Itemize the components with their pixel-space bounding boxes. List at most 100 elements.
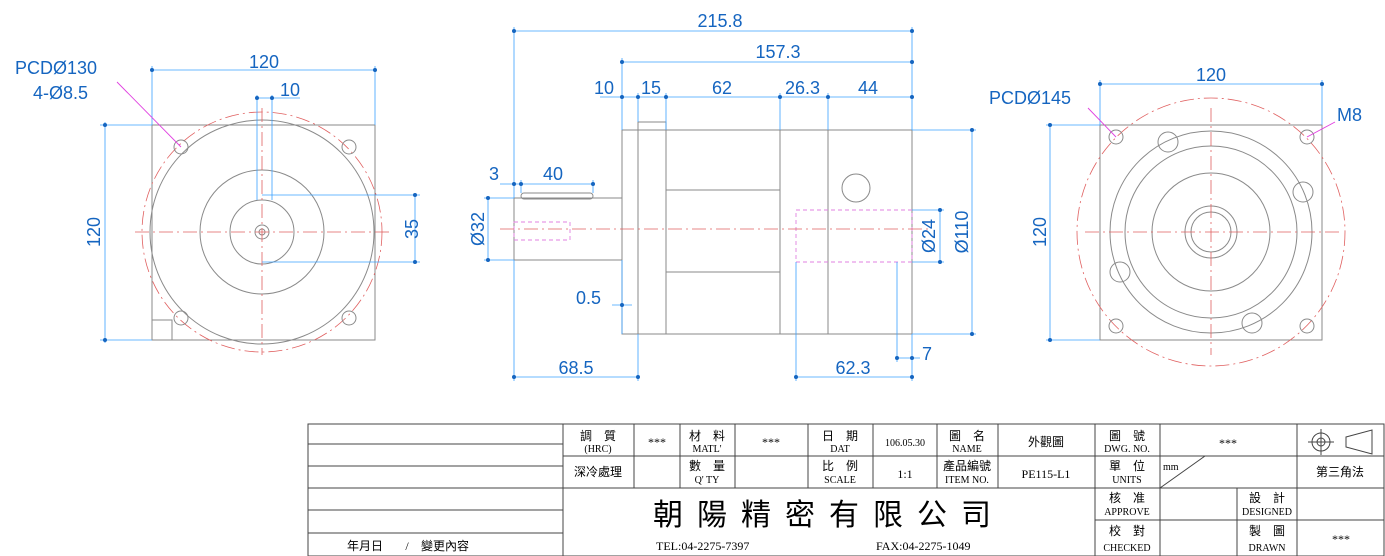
- company-name: 朝陽精密有限公司: [653, 499, 1005, 532]
- right-bolt-2: [1292, 181, 1314, 203]
- clamp-screw: [841, 173, 871, 203]
- shaft-len-label: 68.5: [558, 358, 593, 378]
- flange-dia-label: Ø110: [952, 211, 972, 254]
- revision-content: 變更內容: [421, 538, 469, 553]
- approve-sub: APPROVE: [1104, 507, 1150, 518]
- revision-date: 年月日: [347, 539, 383, 553]
- drawn-value: ***: [1332, 532, 1350, 546]
- overall-length-label: 215.8: [697, 11, 742, 31]
- seg-26-3-label: 26.3: [785, 78, 820, 98]
- units-label: 單 位: [1109, 458, 1145, 473]
- seg-15-label: 15: [641, 78, 661, 98]
- offset-7-label: 7: [922, 344, 932, 364]
- designed-sub: DESIGNED: [1242, 507, 1292, 518]
- item-label: 產品編號: [943, 458, 991, 473]
- left-hole-br: [341, 310, 357, 326]
- right-hole-bl: [1108, 318, 1124, 334]
- left-pilot-label: 35: [402, 219, 422, 239]
- dwg-sub: DWG. NO.: [1104, 444, 1150, 455]
- seg-44-label: 44: [858, 78, 878, 98]
- name-label: 圖 名: [949, 428, 985, 443]
- right-hole-br: [1299, 318, 1315, 334]
- gap-label: 0.5: [576, 288, 601, 308]
- drawn-sub: DRAWN: [1249, 543, 1286, 554]
- hardness-value: ***: [648, 435, 666, 449]
- item-value: PE115-L1: [1022, 467, 1071, 481]
- right-flange-square: [1099, 124, 1323, 341]
- motor-adapter: [827, 129, 913, 335]
- flange-collar: [637, 121, 667, 335]
- scale-value: 1:1: [897, 467, 912, 481]
- checked-label: 校 對: [1109, 523, 1145, 538]
- seg-62-label: 62: [712, 78, 732, 98]
- hardness-sub: (HRC): [584, 444, 611, 455]
- motor-bore: [795, 209, 913, 263]
- qty-sub: Q' TY: [695, 475, 720, 486]
- seg-40-label: 40: [543, 164, 563, 184]
- right-dimensions: 120 120 PCDØ145 M8: [989, 65, 1362, 342]
- left-dimensions: 120 10 120 35 PCDØ130 4-Ø8.5: [15, 52, 422, 343]
- left-hole-tl: [173, 139, 189, 155]
- side-dimensions: 215.8 157.3 10 15 62 26.3 44 3 40 Ø32: [468, 11, 976, 381]
- right-bolt-3: [1241, 312, 1263, 334]
- material-sub: MATL': [692, 444, 721, 455]
- shaft-key: [520, 192, 594, 200]
- units-sub: UNITS: [1112, 475, 1141, 486]
- left-hole-bl: [173, 310, 189, 326]
- scale-sub: SCALE: [824, 475, 856, 486]
- right-hole-tr: [1299, 129, 1315, 145]
- left-flange-square: [151, 124, 376, 341]
- title-block: 調 質 (HRC) *** 材 料 MATL' *** 日 期 DAT 106.…: [307, 423, 1385, 556]
- side-view: [500, 121, 930, 335]
- date-value: 106.05.30: [885, 438, 925, 449]
- right-hole-tl: [1108, 129, 1124, 145]
- material-value: ***: [762, 435, 780, 449]
- material-label: 材 料: [689, 429, 725, 443]
- date-label: 日 期: [822, 429, 858, 443]
- date-sub: DAT: [830, 444, 849, 455]
- units-value: mm: [1163, 462, 1179, 473]
- projection-symbol: [1308, 429, 1373, 455]
- tel: TEL:04-2275-7397: [656, 539, 749, 553]
- treatment: 深冷處理: [574, 465, 622, 479]
- qty-label: 數 量: [689, 459, 725, 473]
- left-flange-outline: [151, 124, 376, 341]
- right-view: [1076, 97, 1346, 367]
- name-value: 外觀圖: [1028, 435, 1064, 449]
- left-keyoffset-label: 10: [280, 80, 300, 100]
- housing-rear: [779, 129, 829, 335]
- projection-label: 第三角法: [1316, 465, 1364, 479]
- left-hole-tr: [341, 139, 357, 155]
- scale-label: 比 例: [822, 459, 858, 473]
- right-pcd-label: PCDØ145: [989, 88, 1071, 108]
- left-view: [135, 108, 392, 355]
- housing-main: [665, 129, 781, 335]
- seg-3-label: 3: [489, 164, 499, 184]
- bore-depth-label: 62.3: [835, 358, 870, 378]
- fax: FAX:04-2275-1049: [876, 539, 970, 553]
- dwg-label: 圖 號: [1109, 429, 1145, 443]
- left-holes-label: 4-Ø8.5: [33, 83, 88, 103]
- seg-10-label: 10: [594, 78, 614, 98]
- left-pcd-label: PCDØ130: [15, 58, 97, 78]
- name-sub: NAME: [952, 444, 981, 455]
- shaft-thread: [513, 221, 571, 241]
- right-height-label: 120: [1030, 217, 1050, 247]
- left-height-label: 120: [84, 217, 104, 247]
- drawn-label: 製 圖: [1249, 524, 1285, 538]
- dwg-value: ***: [1219, 436, 1237, 450]
- right-thread-label: M8: [1337, 105, 1362, 125]
- right-pcd-circle: [1076, 97, 1346, 367]
- approve-label: 核 准: [1109, 491, 1145, 505]
- shaft-dia-label: Ø32: [468, 212, 488, 246]
- checked-sub: CHECKED: [1103, 543, 1150, 554]
- revision-sep: /: [405, 539, 409, 553]
- body-length-label: 157.3: [755, 42, 800, 62]
- right-bolt-1: [1157, 131, 1179, 153]
- left-width-label: 120: [249, 52, 279, 72]
- item-sub: ITEM NO.: [945, 475, 989, 486]
- designed-label: 設 計: [1249, 490, 1285, 505]
- bore-dia-label: Ø24: [919, 219, 939, 253]
- right-bolt-4: [1109, 261, 1131, 283]
